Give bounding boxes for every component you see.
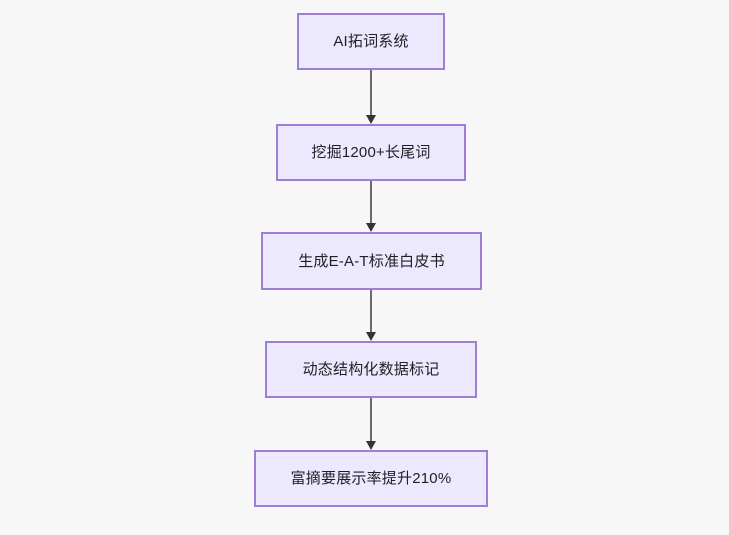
flow-node-5[interactable]: 富摘要展示率提升210% bbox=[254, 450, 488, 507]
arrowhead-down-icon bbox=[366, 223, 376, 232]
flow-node-label: 挖掘1200+长尾词 bbox=[311, 144, 431, 161]
edge-line bbox=[370, 290, 372, 333]
arrowhead-down-icon bbox=[366, 441, 376, 450]
flow-node-label: AI拓词系统 bbox=[333, 33, 409, 50]
arrowhead-down-icon bbox=[366, 115, 376, 124]
flow-node-4[interactable]: 动态结构化数据标记 bbox=[265, 341, 477, 398]
flow-node-label: 生成E-A-T标准白皮书 bbox=[298, 252, 445, 270]
edge-line bbox=[370, 398, 372, 442]
arrowhead-down-icon bbox=[366, 332, 376, 341]
flow-node-2[interactable]: 挖掘1200+长尾词 bbox=[276, 124, 466, 181]
edge-line bbox=[370, 70, 372, 116]
flow-node-label: 动态结构化数据标记 bbox=[302, 361, 440, 378]
edge-line bbox=[370, 181, 372, 224]
flow-node-3[interactable]: 生成E-A-T标准白皮书 bbox=[261, 232, 482, 290]
flow-node-label: 富摘要展示率提升210% bbox=[290, 470, 452, 487]
flow-node-1[interactable]: AI拓词系统 bbox=[297, 13, 445, 70]
